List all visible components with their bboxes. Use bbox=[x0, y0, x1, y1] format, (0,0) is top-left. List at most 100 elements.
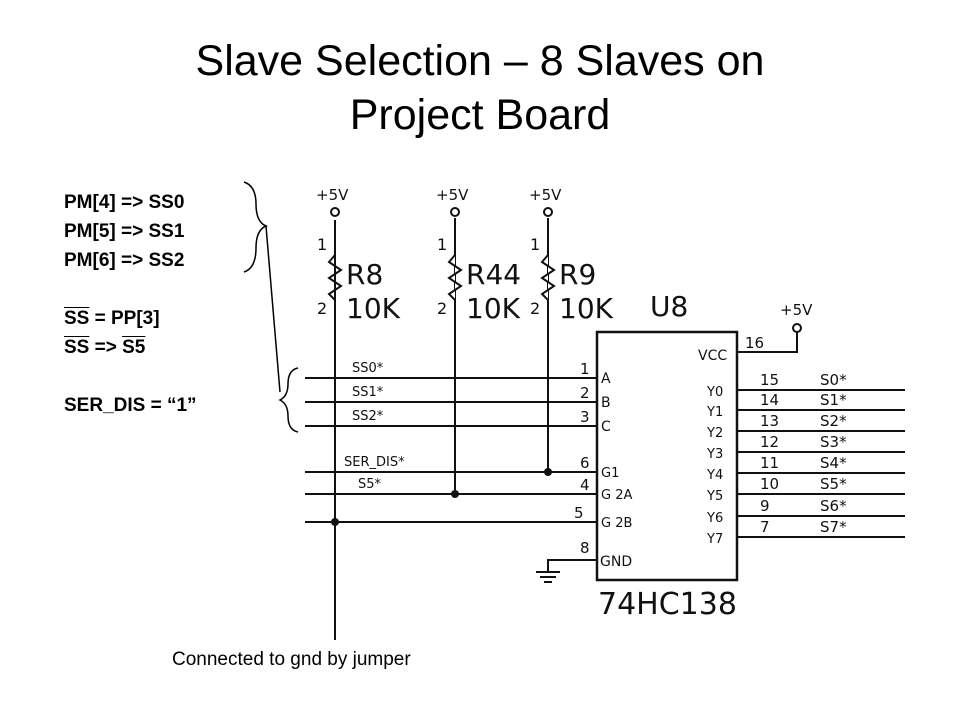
input-pin-label: G 2B bbox=[601, 516, 632, 531]
note-ser-dis: SER_DIS = “1” bbox=[64, 395, 197, 416]
note-ss-s5-arrow: => bbox=[89, 337, 123, 358]
resistor-r44: +5V 1 2 R44 10K bbox=[436, 186, 521, 325]
output-pin-label: Y0 bbox=[706, 385, 723, 400]
resistor-r9: +5V 1 2 R9 10K bbox=[529, 186, 614, 325]
gnd-pin-number: 8 bbox=[580, 539, 590, 557]
title-line-1: Slave Selection – 8 Slaves on bbox=[195, 37, 765, 85]
note-ss-s5: SS => S5 bbox=[64, 333, 197, 362]
vcc-pin-number: 16 bbox=[745, 334, 764, 352]
s5-overbar-text: S5 bbox=[122, 337, 146, 358]
resistor-name: R8 bbox=[346, 258, 383, 291]
ss-overbar-text: SS bbox=[64, 308, 90, 329]
resistor-value: 10K bbox=[346, 292, 401, 325]
brace-link-line bbox=[265, 225, 281, 393]
input-net-label: SER_DIS* bbox=[344, 455, 405, 470]
slide-title: Slave Selection – 8 Slaves on Project Bo… bbox=[0, 34, 960, 142]
mapping-notes: PM[4] => SS0 PM[5] => SS1 PM[6] => SS2 S… bbox=[64, 188, 197, 420]
input-net-label: SS0* bbox=[352, 361, 384, 376]
output-net-label: S5* bbox=[820, 475, 847, 493]
output-pin-number: 12 bbox=[760, 433, 779, 451]
output-net-label: S2* bbox=[820, 412, 847, 430]
gnd-wire bbox=[547, 559, 597, 572]
input-net-label: SS2* bbox=[352, 409, 384, 424]
note-pm5: PM[5] => SS1 bbox=[64, 221, 185, 242]
pin-label: 2 bbox=[437, 299, 447, 318]
input-pin-label: A bbox=[601, 371, 611, 387]
resistor-zigzag bbox=[447, 254, 463, 301]
output-pin-label: Y2 bbox=[706, 426, 723, 441]
chip-name: U8 bbox=[650, 290, 688, 323]
junction-dot bbox=[451, 490, 459, 498]
resistor-value: 10K bbox=[559, 292, 614, 325]
output-pin-number: 7 bbox=[760, 518, 770, 536]
note-pm6: PM[6] => SS2 bbox=[64, 250, 185, 271]
vcc-supply-terminal bbox=[792, 323, 802, 333]
input-pin-label: B bbox=[601, 395, 611, 411]
resistor-name: R44 bbox=[466, 258, 521, 291]
output-pin-label: Y3 bbox=[706, 447, 723, 462]
vcc-label: VCC bbox=[698, 348, 727, 364]
input-pin-number: 6 bbox=[580, 454, 590, 472]
resistor-zigzag bbox=[327, 254, 343, 301]
ss-overbar-text-2: SS bbox=[64, 337, 90, 358]
output-pin-number: 10 bbox=[760, 475, 779, 493]
note-pm4: PM[4] => SS0 bbox=[64, 192, 185, 213]
resistor-name: R9 bbox=[559, 258, 596, 291]
vcc-supply-label: +5V bbox=[780, 301, 813, 319]
output-pin-label: Y5 bbox=[706, 489, 723, 504]
output-net-label: S4* bbox=[820, 454, 847, 472]
resistor-zigzag bbox=[540, 254, 556, 301]
supply-terminal bbox=[543, 207, 553, 217]
chip-part-number: 74HC138 bbox=[598, 587, 737, 622]
input-pin-number: 4 bbox=[580, 476, 590, 494]
input-pins: SS0* 1 A SS1* 2 B SS2* 3 C SER_DIS* 6 G1… bbox=[305, 360, 632, 531]
jumper-caption: Connected to gnd by jumper bbox=[172, 649, 411, 670]
chip-body bbox=[595, 330, 739, 582]
pin-label: 2 bbox=[530, 299, 540, 318]
supply-label: +5V bbox=[436, 186, 469, 204]
output-net-label: S6* bbox=[820, 497, 847, 515]
output-net-label: S3* bbox=[820, 433, 847, 451]
title-line-2: Project Board bbox=[349, 91, 611, 139]
input-pin-number: 1 bbox=[580, 360, 590, 378]
input-pin-number: 2 bbox=[580, 384, 590, 402]
note-ss-pp3: SS = PP[3] bbox=[64, 304, 197, 333]
vcc-wire bbox=[737, 332, 798, 353]
input-pin-label: C bbox=[601, 419, 611, 435]
input-net-label: SS1* bbox=[352, 385, 384, 400]
output-pin-number: 15 bbox=[760, 371, 779, 389]
output-pins: Y0 15 S0* Y1 14 S1* Y2 13 S2* Y3 12 S3* … bbox=[706, 371, 905, 547]
output-pin-label: Y4 bbox=[706, 468, 723, 483]
input-pin-label: G 2A bbox=[601, 488, 632, 503]
output-pin-label: Y1 bbox=[706, 405, 723, 420]
output-pin-number: 14 bbox=[760, 391, 779, 409]
resistor-r8: +5V 1 2 R8 10K bbox=[316, 186, 401, 325]
input-pin-number: 3 bbox=[580, 408, 590, 426]
supply-label: +5V bbox=[316, 186, 349, 204]
resistor-value: 10K bbox=[466, 292, 521, 325]
output-net-label: S0* bbox=[820, 371, 847, 389]
input-pin-label: G1 bbox=[601, 466, 619, 481]
pin-label: 2 bbox=[317, 299, 327, 318]
output-pin-label: Y7 bbox=[706, 532, 723, 547]
output-pin-number: 11 bbox=[760, 454, 779, 472]
output-pin-number: 13 bbox=[760, 412, 779, 430]
output-pin-label: Y6 bbox=[706, 511, 723, 526]
junction-dot bbox=[331, 518, 339, 526]
junction-dot bbox=[544, 468, 552, 476]
gnd-label: GND bbox=[600, 554, 632, 570]
input-pin-number: 5 bbox=[574, 504, 584, 522]
pin-label: 1 bbox=[530, 235, 540, 254]
note-ss-pp3-rest: = PP[3] bbox=[89, 308, 160, 329]
input-net-label: S5* bbox=[358, 477, 382, 492]
output-pin-number: 9 bbox=[760, 497, 770, 515]
left-brace bbox=[278, 367, 299, 433]
output-net-label: S7* bbox=[820, 518, 847, 536]
supply-terminal bbox=[450, 207, 460, 217]
supply-terminal bbox=[330, 207, 340, 217]
output-net-label: S1* bbox=[820, 391, 847, 409]
pin-label: 1 bbox=[437, 235, 447, 254]
supply-label: +5V bbox=[529, 186, 562, 204]
